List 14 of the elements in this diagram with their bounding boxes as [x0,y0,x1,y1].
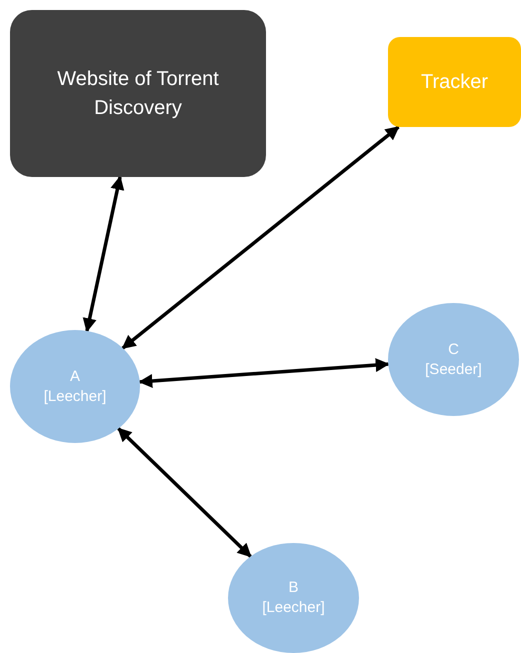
node-label: [Leecher] [44,386,106,406]
node-label: Website of Torrent Discovery [56,66,220,120]
node-label: C [448,340,459,360]
double-arrow [82,176,124,332]
node-label: [Leecher] [262,598,325,618]
double-arrow [117,427,252,558]
double-arrow [122,126,400,350]
node-label: Tracker [420,70,488,95]
website-box [10,10,266,177]
double-arrow [138,358,390,388]
node-label: A [70,366,80,386]
tracker-box [388,37,521,127]
node-label: [Seeder] [425,360,482,380]
node-label: B [288,578,298,598]
